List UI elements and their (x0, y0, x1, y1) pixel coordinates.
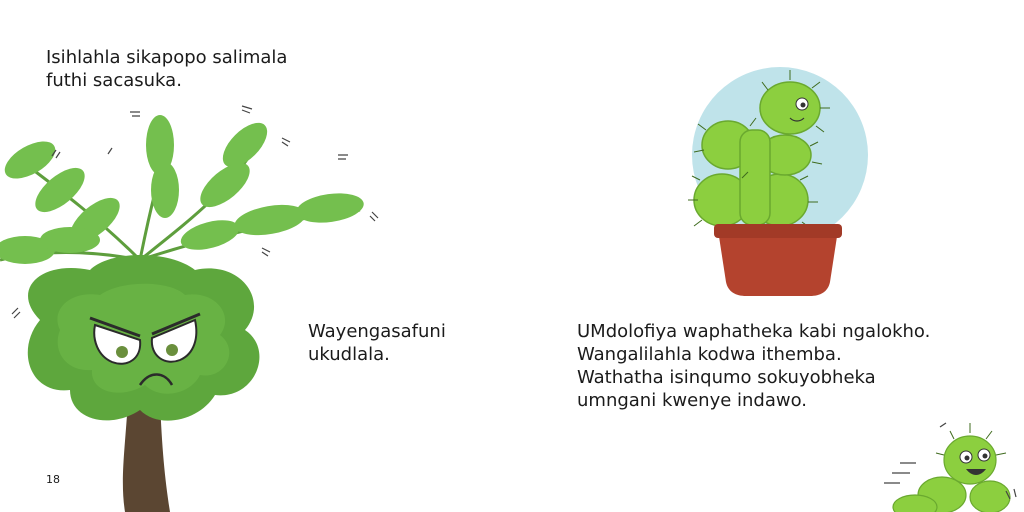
page-number: 18 (46, 473, 60, 486)
story-text-middle: Wayengasafuni ukudlala. (308, 321, 446, 365)
story-text-right: UMdolofiya waphatheka kabi ngalokho. Wan… (577, 321, 931, 411)
potted-cactus-illustration (688, 67, 868, 296)
running-cactus-illustration (884, 422, 1017, 512)
angry-tree-illustration (0, 105, 379, 512)
story-text-top: Isihlahla sikapopo salimala futhi sacasu… (46, 47, 288, 91)
